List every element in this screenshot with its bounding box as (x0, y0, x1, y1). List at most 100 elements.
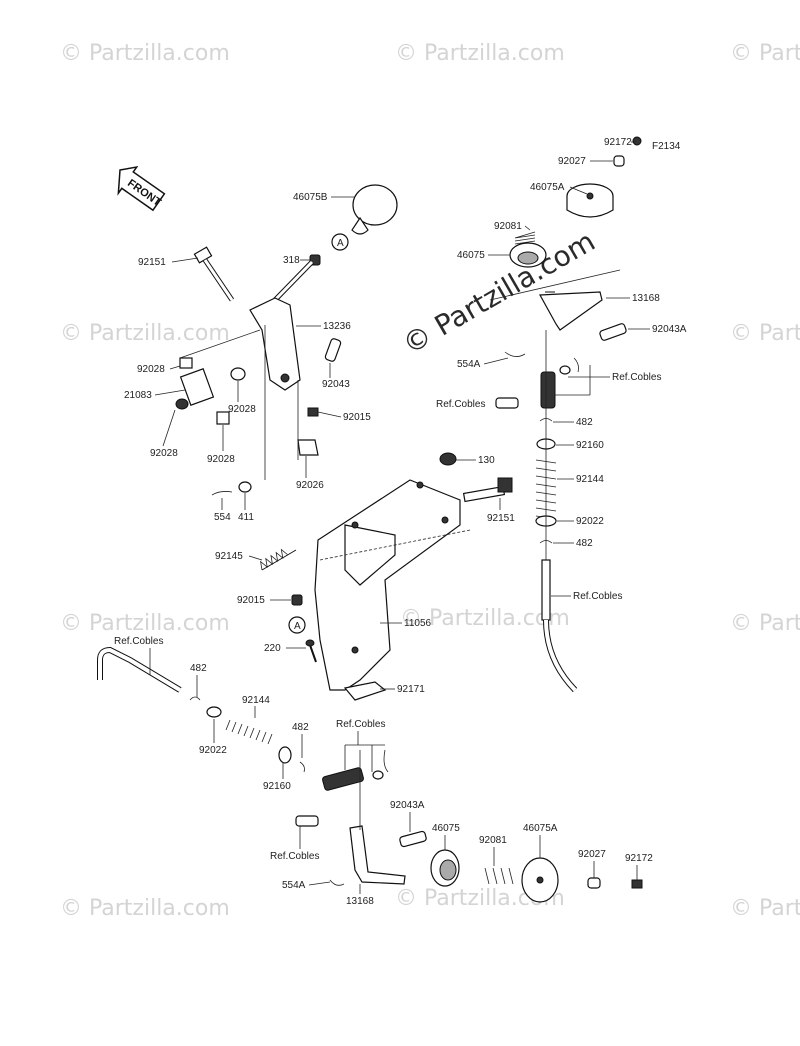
part-label: 92144 (576, 474, 604, 485)
pin-ref-cables (295, 815, 319, 827)
part-label: 13168 (346, 896, 374, 907)
bracket-flange (344, 524, 396, 586)
nut-92015 (307, 407, 319, 417)
part-label: 554A (282, 880, 306, 891)
bolt-head-92151 (193, 246, 213, 264)
part-label: 46075 (432, 823, 460, 834)
part-label: 482 (576, 538, 593, 549)
watermark: © Partzilla.com (60, 321, 230, 346)
part-label: 92028 (207, 454, 235, 465)
part-label: 46075A (523, 823, 558, 834)
upper-left-assembly: A (175, 184, 398, 496)
upper-right-assembly (489, 136, 642, 693)
spring-92145 (260, 548, 297, 571)
part-label: 92151 (487, 513, 515, 524)
screw-92172 (631, 879, 643, 889)
watermark: © Partzilla.com (730, 321, 800, 346)
collar-92028 (230, 367, 246, 381)
cotter-554 (211, 491, 233, 496)
part-label: 482 (190, 663, 207, 674)
watermark-layer: © Partzilla.com © Partzilla.com © Partzi… (60, 41, 800, 921)
part-label: 13236 (323, 321, 351, 332)
part-label: 92043 (322, 379, 350, 390)
ref-label: Ref.Cobles (436, 399, 485, 410)
cable-end (540, 371, 556, 409)
bracket-11056 (314, 479, 461, 691)
part-label: 92151 (138, 257, 166, 268)
collar-92028 (216, 411, 230, 425)
part-label: 92160 (576, 440, 604, 451)
center-bracket-assembly: A (260, 452, 513, 701)
part-label: 92081 (479, 835, 507, 846)
part-label: 411 (238, 512, 254, 523)
part-label: 92172 (604, 137, 632, 148)
part-label: 130 (478, 455, 495, 466)
main-watermark: © Partzilla.com (397, 224, 601, 361)
spacer-92027 (613, 155, 625, 167)
ref-label: Ref.Cobles (336, 719, 385, 730)
cable-end (322, 767, 364, 791)
washer-92022 (206, 706, 222, 718)
part-label: 21083 (124, 390, 152, 401)
pin-92043a (599, 323, 627, 341)
callout-a-label: A (337, 238, 344, 249)
knob-46075b (352, 184, 398, 226)
lever-13168 (349, 825, 406, 885)
callout-a-label: A (294, 621, 301, 632)
watermark: © Partzilla.com (395, 41, 565, 66)
part-label: 92028 (150, 448, 178, 459)
callout-a-circle (288, 616, 306, 634)
washer-411 (238, 481, 252, 493)
watermark: © Partzilla.com (730, 611, 800, 636)
bracket-92171 (343, 681, 387, 701)
pin-92043 (324, 338, 342, 362)
screw-92172 (632, 136, 642, 146)
part-label: 92144 (242, 695, 270, 706)
bolt-head-92151 (497, 477, 513, 493)
nut-92015 (291, 594, 303, 606)
part-label: 482 (576, 417, 593, 428)
part-label: 92022 (199, 745, 227, 756)
bolt-130 (439, 452, 457, 466)
knob-stem (351, 216, 369, 235)
part-label: 46075 (457, 250, 485, 261)
collar-92160 (278, 746, 292, 764)
front-arrow-icon: FRONT (117, 166, 166, 212)
pin-92043a (399, 830, 427, 848)
ref-label: Ref.Cobles (114, 636, 163, 647)
part-label: 92081 (494, 221, 522, 232)
clip-482 (299, 761, 305, 773)
part-label: 92160 (263, 781, 291, 792)
cotter-554a (329, 879, 345, 886)
ref-label: Ref.Cobles (270, 851, 319, 862)
part-label: 482 (292, 722, 309, 733)
part-label: 92171 (397, 684, 425, 695)
callout-a-circle (331, 233, 349, 251)
spring-92081 (514, 231, 536, 248)
part-label: 11056 (404, 618, 432, 629)
part-label: 92145 (215, 551, 243, 562)
cotter-554a (504, 351, 526, 357)
clip-482 (189, 696, 201, 701)
part-label: 92027 (558, 156, 586, 167)
watermark: © Partzilla.com (60, 896, 230, 921)
part-label: 92172 (625, 853, 653, 864)
part-label: 92043A (390, 800, 425, 811)
part-label: 92027 (578, 849, 606, 860)
part-label: 13168 (632, 293, 660, 304)
watermark: © Partzilla.com (730, 41, 800, 66)
watermark: © Partzilla.com (730, 896, 800, 921)
screw-220 (309, 644, 317, 663)
part-label: 92026 (296, 480, 324, 491)
collar-92028 (179, 357, 193, 369)
part-label: 92028 (228, 404, 256, 415)
lower-left-assembly (97, 646, 643, 903)
spring-92144 (225, 719, 273, 745)
clamp-92026 (297, 439, 319, 456)
part-label: 220 (264, 643, 281, 654)
pin-ref-cables (495, 397, 519, 409)
cable-rod (541, 559, 551, 621)
spacer-92027 (587, 877, 601, 889)
watermark: © Partzilla.com (60, 41, 230, 66)
